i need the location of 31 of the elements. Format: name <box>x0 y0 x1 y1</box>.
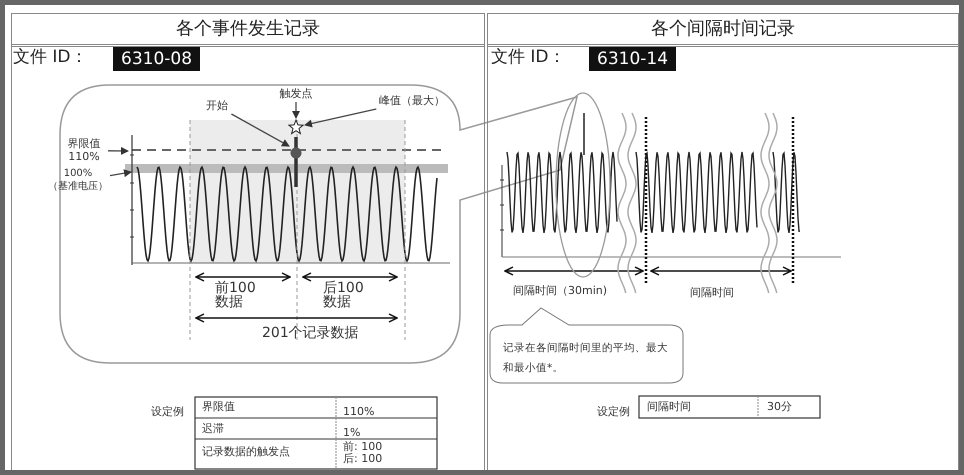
setting-name: 界限值 <box>202 400 235 413</box>
interval-text: 间隔时间（30min) <box>513 284 608 297</box>
data-count-text: 201个记录数据 <box>262 325 359 341</box>
arrow <box>304 108 376 128</box>
file-id: 6310-14 <box>589 47 676 71</box>
speech-bubble: 记录在各间隔时间里的平均、最大和最小值*。 <box>489 305 685 385</box>
setting-value: 110% <box>343 405 374 418</box>
callout-text: 开始 <box>202 99 232 113</box>
setting-example-label: 设定例 <box>151 405 184 418</box>
callout-text: 峰值（最大） <box>372 94 452 108</box>
file-id: 6310-08 <box>113 47 200 71</box>
data-count-text: 后100 数据 <box>323 281 365 309</box>
setting-example-label: 设定例 <box>597 405 630 418</box>
arrow <box>108 146 129 155</box>
callout-text: 触发点 <box>278 87 314 101</box>
data-count-text: 前100 数据 <box>215 281 257 309</box>
setting-name: 间隔时间 <box>647 400 691 413</box>
arrow <box>292 102 300 119</box>
reference-voltage-label: 100% （基准电压） <box>47 167 109 195</box>
setting-value: 30分 <box>767 400 792 413</box>
field-label: 文件 ID： <box>13 46 88 69</box>
arrow <box>110 169 132 178</box>
peak-star-icon <box>288 119 304 135</box>
setting-value: 1% <box>343 426 360 439</box>
field-label: 文件 ID： <box>491 46 566 69</box>
threshold-label: 界限值 110% <box>61 137 107 164</box>
interval-text: 间隔时间 <box>690 286 734 299</box>
arrow <box>231 113 290 147</box>
setting-value: 前: 100 后: 100 <box>343 441 384 465</box>
setting-name: 迟滞 <box>202 422 224 435</box>
setting-name: 记录数据的触发点 <box>202 445 290 458</box>
